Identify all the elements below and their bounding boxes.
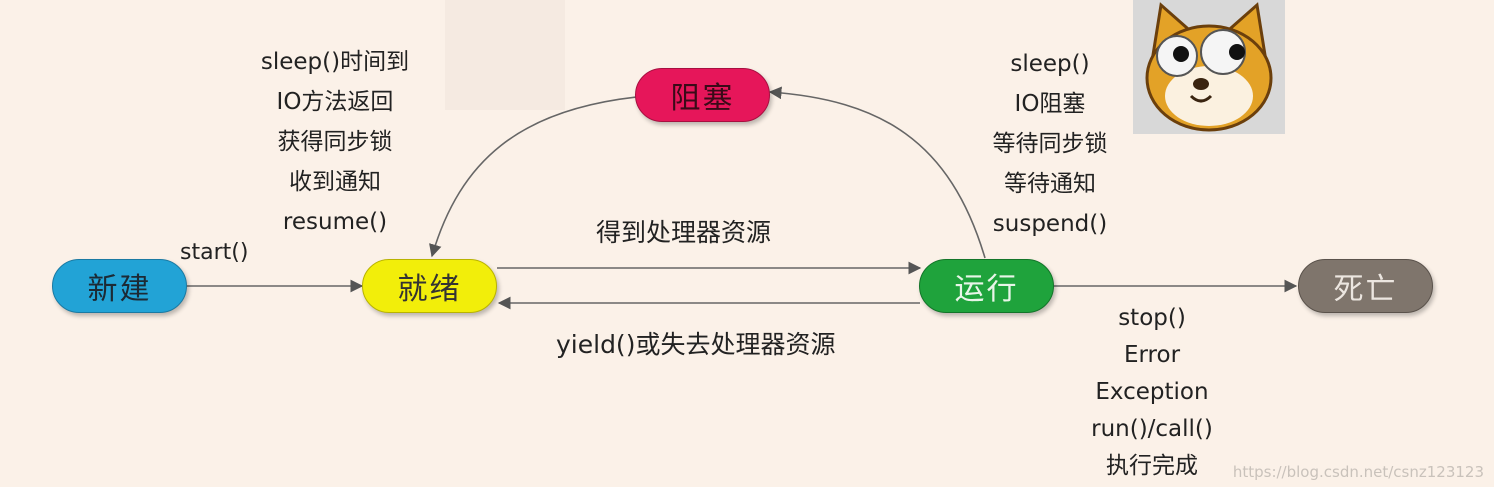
- condition-line: Exception: [1095, 379, 1209, 405]
- condition-line: 收到通知: [289, 169, 381, 195]
- state-ready-label: 就绪: [397, 272, 462, 307]
- state-dead-label: 死亡: [1333, 272, 1398, 307]
- condition-line: 等待通知: [1004, 171, 1096, 197]
- edge-label-get-cpu: 得到处理器资源: [596, 218, 772, 247]
- state-running: 运行: [919, 259, 1054, 313]
- state-dead: 死亡: [1298, 259, 1433, 313]
- condition-line: 执行完成: [1106, 453, 1198, 479]
- condition-line: resume(): [282, 209, 388, 235]
- edge-label-start: start(): [180, 240, 249, 265]
- state-new: 新建: [52, 259, 187, 313]
- arrow-blocked-to-ready: [429, 96, 638, 258]
- arrow-running-to-blocked: [768, 86, 986, 259]
- condition-line: sleep(): [1010, 51, 1090, 77]
- condition-line: sleep()时间到: [260, 49, 410, 75]
- edge-label-yield: yield()或失去处理器资源: [556, 330, 836, 359]
- state-ready: 就绪: [362, 259, 497, 313]
- background-decoration: [445, 0, 565, 110]
- doge-sticker-image: [1133, 0, 1285, 134]
- state-blocked: 阻塞: [635, 68, 770, 122]
- condition-line: run()/call(): [1091, 416, 1213, 442]
- state-running-label: 运行: [954, 272, 1019, 307]
- condition-line: 获得同步锁: [277, 129, 393, 155]
- condition-line: suspend(): [992, 211, 1108, 237]
- watermark: https://blog.csdn.net/csnz123123: [1232, 463, 1484, 481]
- edge-label-blocked-to-ready: sleep()时间到 IO方法返回 获得同步锁 收到通知 resume(): [240, 42, 430, 242]
- condition-line: stop(): [1118, 305, 1186, 331]
- condition-line: IO方法返回: [276, 89, 394, 115]
- state-new-label: 新建: [87, 272, 152, 307]
- state-blocked-label: 阻塞: [670, 81, 735, 116]
- condition-line: Error: [1123, 342, 1181, 368]
- edge-label-running-to-dead: stop() Error Exception run()/call() 执行完成: [1072, 300, 1232, 485]
- edge-label-running-to-blocked: sleep() IO阻塞 等待同步锁 等待通知 suspend(): [960, 44, 1140, 244]
- condition-line: IO阻塞: [1014, 91, 1086, 117]
- condition-line: 等待同步锁: [992, 131, 1108, 157]
